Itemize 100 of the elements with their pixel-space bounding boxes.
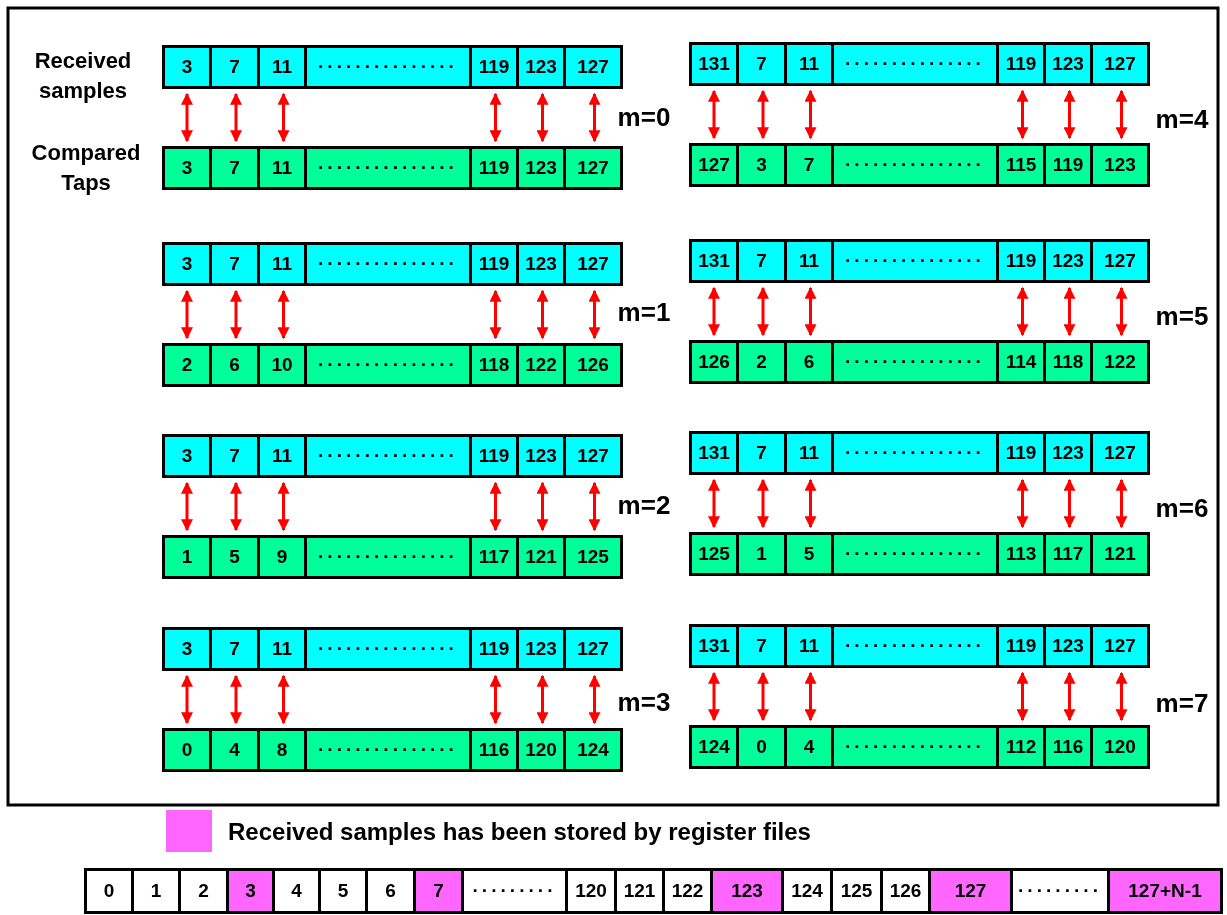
tap-cell: 3 [162, 146, 212, 190]
sample-cell: ··············· [307, 627, 472, 671]
double-arrow [230, 481, 242, 532]
sample-cell: ··············· [307, 45, 472, 89]
sample-cell: 7 [212, 242, 260, 286]
tap-cell: ··············· [307, 728, 472, 772]
sample-cell: 11 [787, 239, 834, 283]
sample-cell: 3 [162, 434, 212, 478]
shift-label: m=0 [616, 101, 672, 134]
sample-cell: 131 [689, 431, 739, 475]
shift-label: m=4 [1154, 103, 1210, 136]
tap-cell: 119 [1046, 143, 1093, 187]
double-arrow [277, 289, 290, 340]
double-arrow [757, 89, 769, 140]
tap-cell: 7 [212, 146, 260, 190]
tap-cell: 118 [1046, 340, 1093, 384]
tap-cell: 112 [999, 725, 1046, 769]
register-cell: 5 [321, 868, 368, 914]
sample-cell: 119 [472, 242, 519, 286]
sample-cell: 123 [1046, 239, 1093, 283]
register-cell: 125 [833, 868, 883, 914]
sample-cell: 119 [472, 627, 519, 671]
register-cell: 123 [713, 868, 784, 914]
sample-cell: 11 [787, 431, 834, 475]
register-cell: 127 [931, 868, 1013, 914]
double-arrow [536, 289, 549, 340]
tap-cell: 114 [999, 340, 1046, 384]
tap-cell: 126 [689, 340, 739, 384]
sample-cell: 7 [739, 42, 787, 86]
sample-cell: 11 [260, 242, 307, 286]
double-arrow [588, 674, 601, 725]
tap-cell: ··············· [307, 146, 472, 190]
double-arrow [804, 478, 817, 529]
sample-cell: 119 [999, 624, 1046, 668]
sample-cell: ··············· [834, 624, 999, 668]
sample-cell: 7 [739, 431, 787, 475]
double-arrow [1016, 478, 1029, 529]
double-arrow [277, 92, 290, 143]
tap-cell: 125 [566, 535, 623, 579]
register-cell: 124 [784, 868, 833, 914]
double-arrow [708, 478, 720, 529]
tap-cell: 124 [689, 725, 739, 769]
double-arrow [804, 89, 817, 140]
double-arrow [1063, 286, 1076, 337]
double-arrow [489, 674, 502, 725]
sample-cell: 7 [212, 627, 260, 671]
sample-cell: 123 [519, 627, 566, 671]
double-arrow [277, 481, 290, 532]
register-cell: 0 [84, 868, 134, 914]
tap-cell: 8 [260, 728, 307, 772]
tap-cell: 127 [566, 146, 623, 190]
double-arrow [230, 92, 242, 143]
tap-cell: 121 [519, 535, 566, 579]
double-arrow [536, 92, 549, 143]
double-arrow [1115, 89, 1128, 140]
tap-cell: 120 [1093, 725, 1150, 769]
sample-cell: 7 [739, 624, 787, 668]
double-arrow [1115, 286, 1128, 337]
tap-cell: 7 [787, 143, 834, 187]
register-cell: 120 [568, 868, 617, 914]
register-cell: 127+N-1 [1110, 868, 1223, 914]
tap-cell: 10 [260, 343, 307, 387]
tap-cell: ··············· [834, 143, 999, 187]
sample-cell: 123 [1046, 431, 1093, 475]
tap-cell: 11 [260, 146, 307, 190]
double-arrow [181, 481, 193, 532]
sample-cell: 7 [739, 239, 787, 283]
sample-cell: ··············· [834, 239, 999, 283]
double-arrow [1063, 89, 1076, 140]
tap-cell: ··············· [307, 343, 472, 387]
sample-cell: 123 [1046, 624, 1093, 668]
sample-cell: 123 [519, 242, 566, 286]
register-cell: 121 [617, 868, 665, 914]
double-arrow [181, 289, 193, 340]
tap-cell: 124 [566, 728, 623, 772]
double-arrow [489, 481, 502, 532]
shift-label: m=3 [616, 686, 672, 719]
double-arrow [1016, 671, 1029, 722]
register-cell: ········· [1013, 868, 1110, 914]
sample-cell: 123 [519, 434, 566, 478]
sample-cell: 127 [566, 45, 623, 89]
tap-cell: 116 [1046, 725, 1093, 769]
tap-cell: 123 [1093, 143, 1150, 187]
sample-cell: 127 [1093, 431, 1150, 475]
double-arrow [1115, 478, 1128, 529]
tap-cell: 121 [1093, 532, 1150, 576]
tap-cell: 118 [472, 343, 519, 387]
tap-cell: 123 [519, 146, 566, 190]
sample-cell: 7 [212, 45, 260, 89]
double-arrow [708, 671, 720, 722]
tap-cell: 126 [566, 343, 623, 387]
double-arrow [757, 286, 769, 337]
double-arrow [489, 289, 502, 340]
tap-cell: ··············· [307, 535, 472, 579]
tap-cell: 1 [162, 535, 212, 579]
sample-cell: 11 [260, 45, 307, 89]
sample-cell: 127 [566, 434, 623, 478]
tap-cell: ··············· [834, 340, 999, 384]
register-cell: 122 [665, 868, 713, 914]
register-cell: 7 [416, 868, 464, 914]
